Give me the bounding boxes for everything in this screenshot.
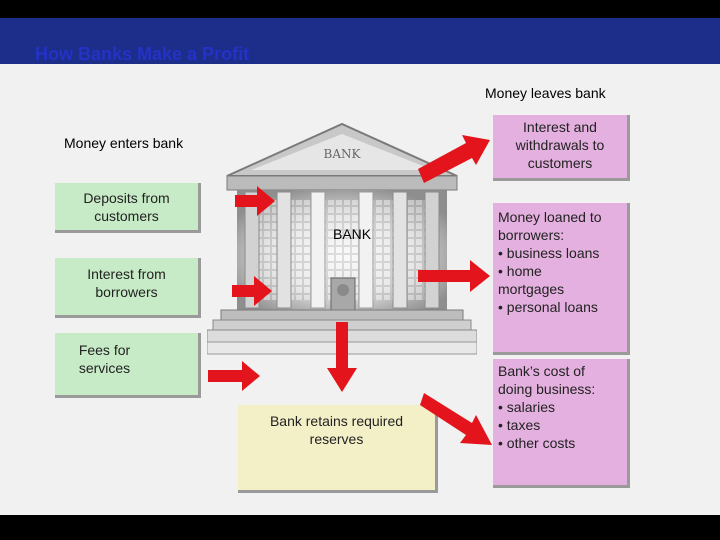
outflow-line: Interest and	[523, 119, 597, 135]
money-enters-label: Money enters bank	[64, 135, 184, 151]
bank-sign-text: BANK	[324, 147, 362, 161]
outflow-line: • home	[498, 263, 542, 279]
inflow-box: Deposits from customers	[55, 183, 201, 233]
outflow-line: doing business:	[498, 381, 596, 397]
outflow-arrow-icon	[418, 260, 490, 292]
outflow-line: mortgages	[498, 281, 565, 297]
outflow-line: borrowers:	[498, 227, 565, 243]
bank-building-illustration: BANK	[207, 122, 477, 355]
reserves-box: Bank retains required reserves	[238, 405, 438, 493]
outflow-box: Bank’s cost of doing business: • salarie…	[493, 359, 630, 488]
outflow-arrow-icon	[418, 135, 490, 183]
inflow-box: Interest from borrowers	[55, 258, 201, 318]
title-bar	[0, 18, 720, 64]
outflow-line: • taxes	[498, 417, 541, 433]
outflow-line: • salaries	[498, 399, 556, 415]
outflow-line: • personal loans	[498, 299, 598, 315]
outflow-line: • business loans	[498, 245, 600, 261]
outflow-line: • other costs	[498, 435, 576, 451]
reserve-arrow-icon	[327, 322, 357, 392]
outflow-arrow-icon	[420, 393, 492, 445]
inflow-arrow-icon	[235, 186, 275, 216]
outflow-line: Bank’s cost of	[498, 363, 585, 379]
inflow-box: Fees for services	[55, 333, 201, 398]
money-leaves-label: Money leaves bank	[485, 85, 606, 101]
outflow-box: Interest and withdrawals to customers	[493, 115, 630, 181]
outflow-box: Money loaned to borrowers: • business lo…	[493, 203, 630, 355]
slide-title: How Banks Make a Profit	[35, 44, 250, 64]
outflow-line: withdrawals to	[515, 137, 605, 153]
outflow-line: Money loaned to	[498, 209, 602, 225]
outflow-line: customers	[527, 155, 593, 171]
bank-label: BANK	[333, 226, 372, 242]
slide: How Banks Make a Profit Money leaves ban…	[0, 18, 720, 515]
inflow-arrow-icon	[232, 276, 272, 306]
inflow-arrow-icon	[208, 361, 260, 391]
